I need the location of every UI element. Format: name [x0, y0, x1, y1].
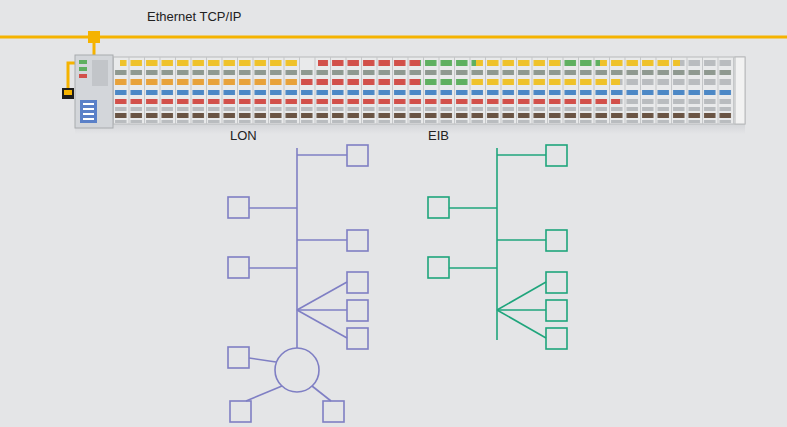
bus-junction — [88, 31, 100, 43]
network-label: EIB — [428, 128, 449, 143]
device-reflection — [75, 124, 745, 134]
io-modules — [113, 57, 745, 124]
rj45-port — [62, 88, 74, 99]
ethernet-bus — [0, 36, 787, 39]
fieldbus-controller — [62, 55, 113, 128]
network-label: LON — [230, 128, 257, 143]
bus-label: Ethernet TCP/IP — [147, 9, 241, 24]
lon-topology — [228, 145, 368, 422]
eib-topology — [428, 145, 567, 349]
